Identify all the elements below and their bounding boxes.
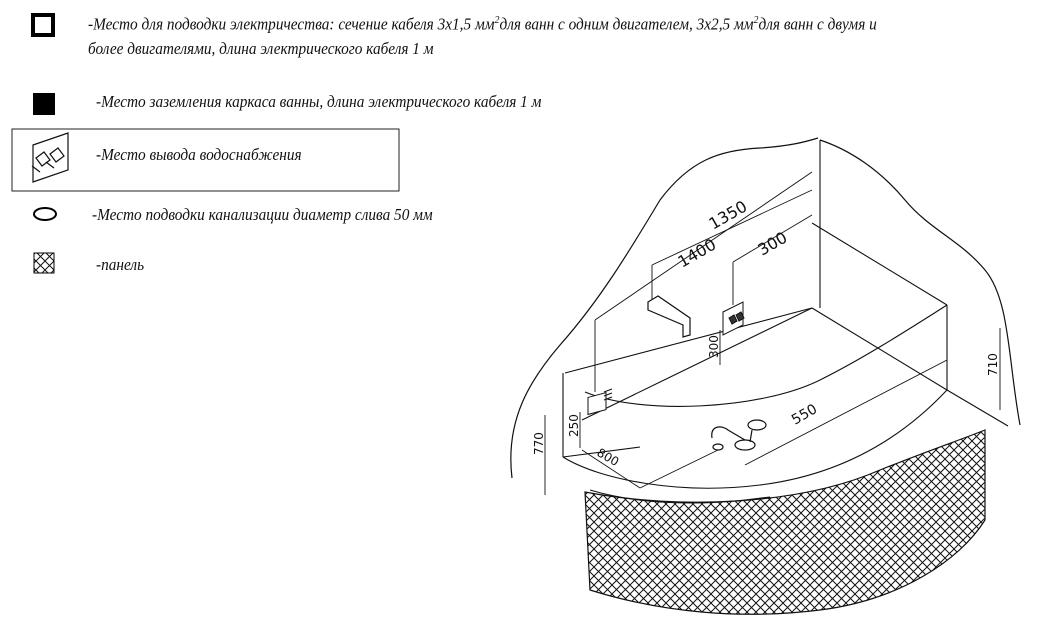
sup: 2 <box>753 14 759 26</box>
dim-1350: 1350 <box>706 197 751 234</box>
dim-550: 550 <box>789 401 820 428</box>
dim-250: 250 <box>567 414 581 437</box>
filled-square-icon <box>33 93 55 115</box>
dim-1400: 1400 <box>675 235 720 272</box>
dimension-lines <box>544 171 1001 495</box>
legend-panel-text: -панель <box>96 255 145 274</box>
legend-water-text: -Место вывода водоснабжения <box>96 145 302 164</box>
electrical-box <box>587 388 613 416</box>
water-outlet-symbol <box>722 301 745 336</box>
faucet-spout <box>647 295 691 338</box>
water-outlet-icon <box>31 132 69 183</box>
dim-300-vert: 300 <box>707 335 721 358</box>
hatched-panel <box>584 429 986 615</box>
dim-800: 800 <box>595 445 622 469</box>
legend-drain-text: -Место подводки канализации диаметр слив… <box>92 205 433 224</box>
legend-electric-line1: -Место для подводки электричества: сечен… <box>88 14 495 34</box>
legend-electric-end: для ванн с двумя и <box>758 14 877 34</box>
drain-siphon <box>711 419 767 451</box>
open-square-icon <box>31 13 55 37</box>
dim-300-top: 300 <box>755 228 791 260</box>
legend-ground-text: -Место заземления каркаса ванны, длина э… <box>96 92 542 111</box>
dim-770: 770 <box>532 432 546 455</box>
sup: 2 <box>494 14 500 26</box>
legend-electric-text: -Место для подводки электричества: сечен… <box>88 8 877 61</box>
hatch-square-icon <box>33 252 55 274</box>
wall-outline <box>510 137 1021 479</box>
bath-body <box>562 140 1009 504</box>
dim-710: 710 <box>986 353 1000 376</box>
ellipse-icon <box>33 207 57 221</box>
legend-electric-line2: более двигателями, длина электрического … <box>88 38 434 58</box>
legend-electric-mid: для ванн с одним двигателем, 3х2,5 мм <box>499 14 754 34</box>
legend-highlight-box <box>11 128 400 192</box>
